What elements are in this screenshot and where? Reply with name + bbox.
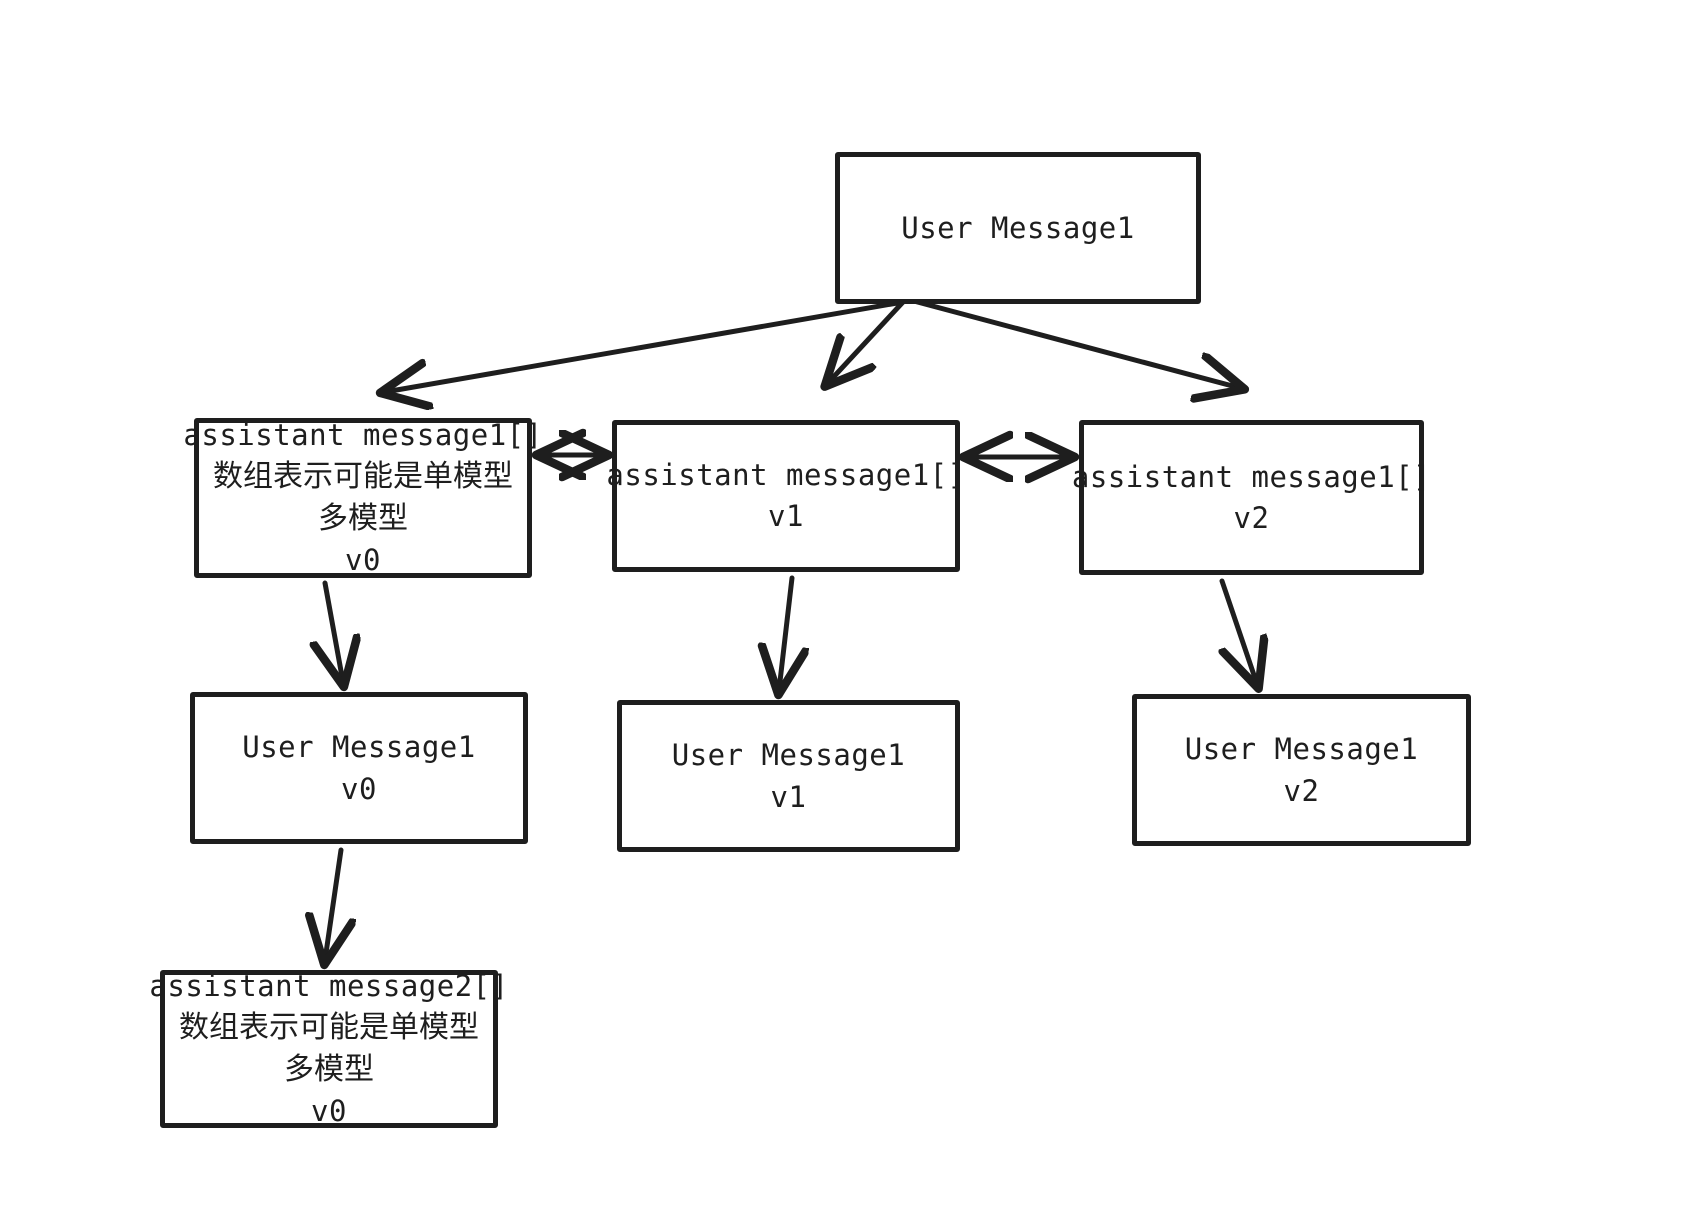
node-user-message1-v1[interactable]: User Message1 v1 xyxy=(617,700,960,852)
node-assistant-message1-v0[interactable]: assistant message1[] 数组表示可能是单模型 多模型 v0 xyxy=(183,418,542,578)
node-assistant-message2-v0[interactable]: assistant message2[] 数组表示可能是单模型 多模型 v0 xyxy=(149,969,508,1128)
node-assistant-v2-line-1: assistant message1[] xyxy=(1071,459,1432,494)
node-assistant-message1-v1[interactable]: assistant message1[] v1 xyxy=(606,420,965,572)
edge-user-v0-to-assistant2-v0 xyxy=(325,847,341,960)
node-assistant-v1-line-2: v1 xyxy=(768,499,804,533)
node-user-message1-v0[interactable]: User Message1 v0 xyxy=(190,692,528,844)
node-assistant-v0-line-1: assistant message1[] xyxy=(183,418,543,453)
node-user-v1-line-1: User Message1 xyxy=(671,737,906,772)
node-assistant-v0-line-4: v0 xyxy=(345,543,381,577)
node-assistant-v0-line-3: 多模型 xyxy=(318,501,408,536)
node-root-line-1: User Message1 xyxy=(901,210,1135,245)
node-root-user-message[interactable]: User Message1 xyxy=(835,152,1201,304)
edge-assistant-v0-to-user-v0 xyxy=(325,580,343,682)
edge-root-to-assistant-v2 xyxy=(907,297,1240,388)
node-user-v0-line-1: User Message1 xyxy=(242,729,476,764)
node-assistant-v2-line-2: v2 xyxy=(1233,500,1270,535)
node-user-message1-v2[interactable]: User Message1 v2 xyxy=(1132,694,1471,846)
node-assistant2-v0-line-4: v0 xyxy=(311,1094,347,1128)
node-assistant-v1-line-1: assistant message1[] xyxy=(606,458,966,493)
node-assistant2-v0-line-1: assistant message2[] xyxy=(149,969,509,1004)
node-assistant2-v0-line-2: 数组表示可能是单模型 xyxy=(179,1010,479,1045)
node-user-v2-line-1: User Message1 xyxy=(1184,731,1419,766)
node-user-v0-line-2: v0 xyxy=(341,772,377,806)
edge-root-to-assistant-v0 xyxy=(385,299,906,392)
edge-root-to-assistant-v1 xyxy=(828,299,906,383)
node-assistant2-v0-line-3: 多模型 xyxy=(284,1052,374,1087)
node-user-v2-line-2: v2 xyxy=(1283,774,1320,808)
node-assistant-message1-v2[interactable]: assistant message1[] v2 xyxy=(1072,420,1431,575)
node-assistant-v0-line-2: 数组表示可能是单模型 xyxy=(213,459,513,494)
edge-assistant-v2-to-user-v2 xyxy=(1222,578,1257,684)
node-user-v1-line-2: v1 xyxy=(770,780,807,814)
edge-assistant-v1-to-user-v1 xyxy=(779,575,792,690)
